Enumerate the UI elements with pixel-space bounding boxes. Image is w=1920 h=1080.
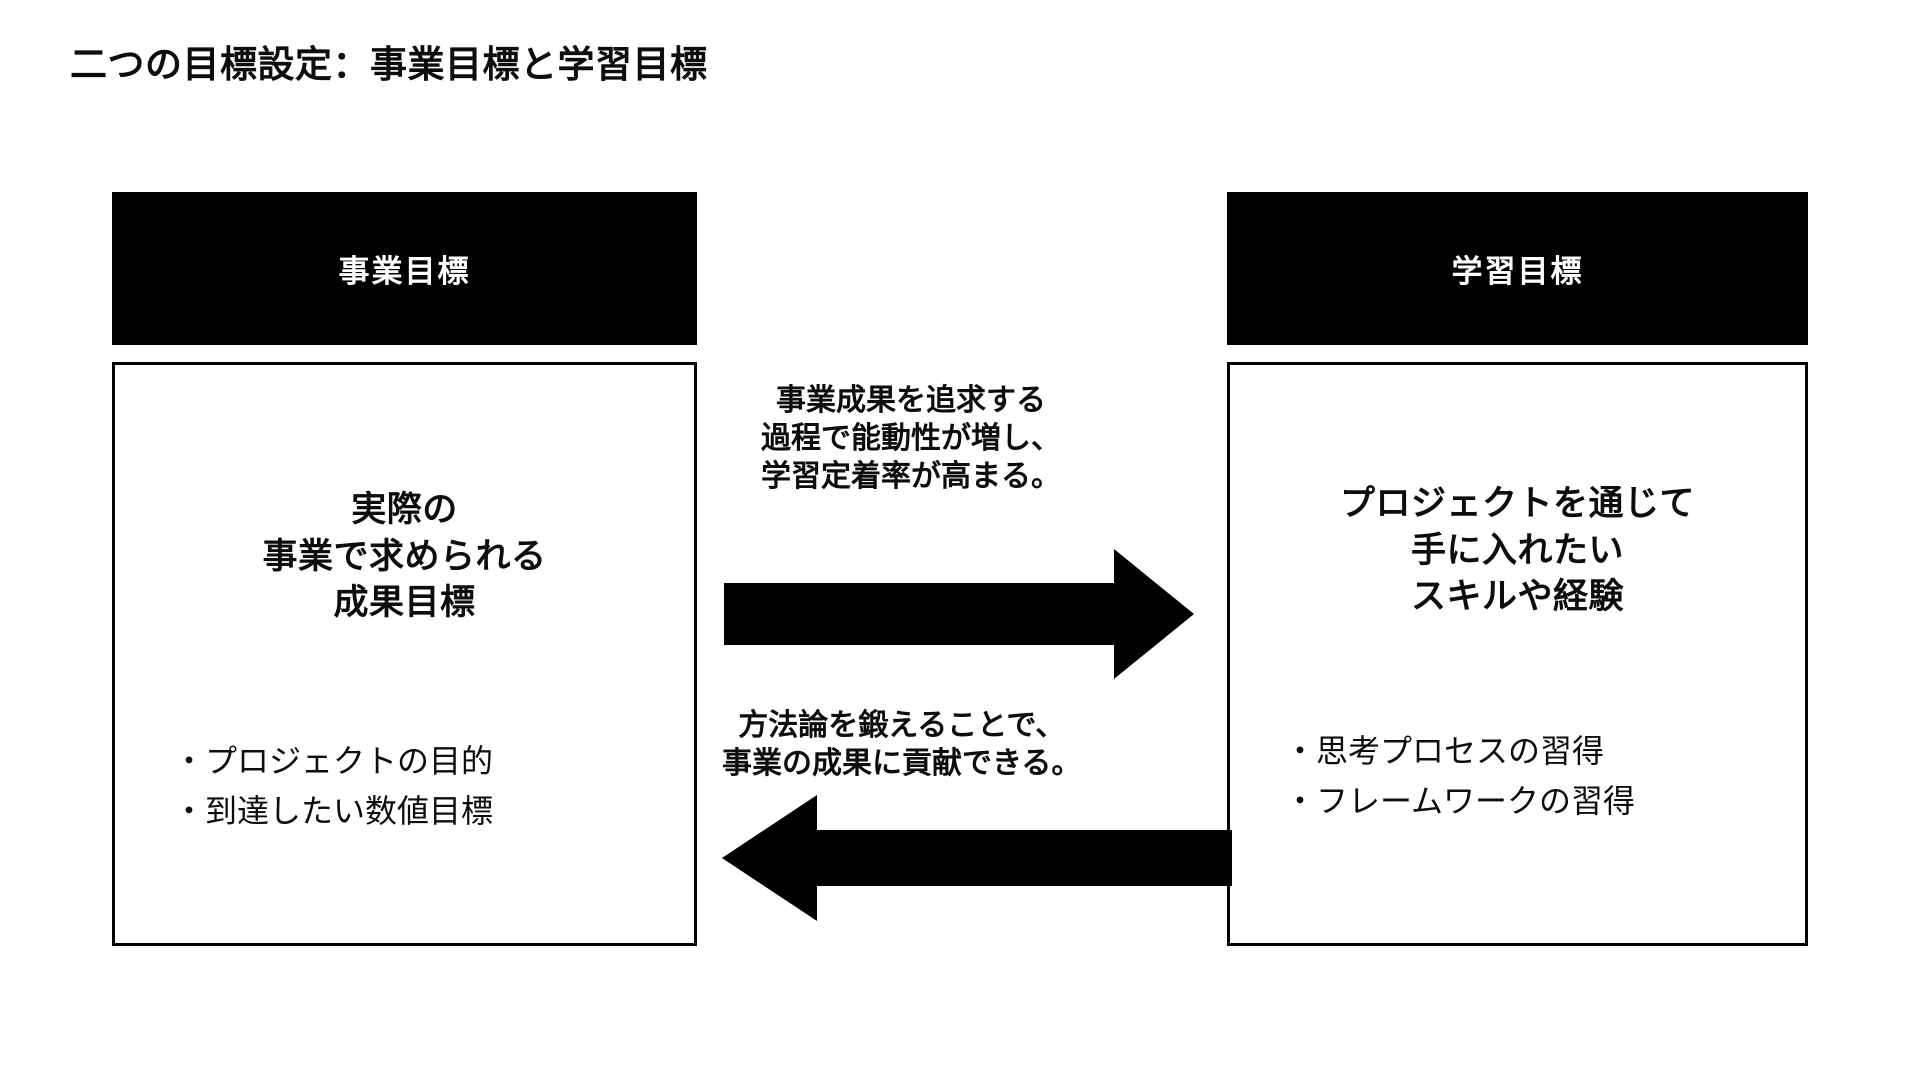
business-goal-body: 実際の 事業で求められる 成果目標 ・プロジェクトの目的 ・到達したい数値目標: [112, 362, 697, 946]
learning-goal-body: プロジェクトを通じて 手に入れたい スキルや経験 ・思考プロセスの習得 ・フレー…: [1227, 362, 1808, 946]
left-arrow-icon: [722, 795, 1232, 921]
right-arrow-icon: [724, 549, 1194, 679]
list-item: ・到達したい数値目標: [173, 792, 494, 829]
learning-goal-header: 学習目標: [1227, 192, 1808, 345]
business-goal-heading-line-1: 実際の: [351, 490, 458, 529]
list-item: ・フレームワークの習得: [1284, 782, 1636, 819]
learning-goal-heading-line-2: 手に入れたい: [1410, 530, 1624, 570]
business-goal-heading-line-2: 事業で求められる: [262, 536, 547, 576]
forward-caption-line-2: 過程で能動性が増し、: [761, 421, 1061, 455]
forward-caption-line-1: 事業成果を追求する: [776, 384, 1046, 417]
list-item: ・プロジェクトの目的: [173, 743, 494, 779]
learning-goal-column: 学習目標 プロジェクトを通じて 手に入れたい スキルや経験 ・思考プロセスの習得…: [1227, 192, 1808, 946]
business-goal-column: 事業目標 実際の 事業で求められる 成果目標 ・プロジェクトの目的 ・到達したい…: [112, 192, 697, 946]
business-goal-heading-line-3: 成果目標: [333, 583, 476, 623]
forward-connector-caption: 事業成果を追求する 過程で能動性が増し、 学習定着率が高まる。: [761, 382, 1061, 495]
business-goal-header-label: 事業目標: [338, 254, 471, 289]
page-title: 二つの目標設定：事業目標と学習目標: [70, 44, 708, 85]
backward-caption-line-1: 方法論を鍛えることで、: [738, 709, 1066, 742]
business-goal-heading: 実際の 事業で求められる 成果目標: [115, 487, 694, 627]
forward-caption-line-3: 学習定着率が高まる。: [761, 459, 1061, 493]
business-goal-bullet-list: ・プロジェクトの目的 ・到達したい数値目標: [115, 737, 694, 836]
backward-caption-line-2: 事業の成果に貢献できる。: [722, 746, 1082, 780]
business-goal-header: 事業目標: [112, 192, 697, 345]
learning-goal-heading-line-1: プロジェクトを通じて: [1339, 484, 1695, 523]
learning-goal-header-label: 学習目標: [1451, 254, 1584, 289]
learning-goal-bullet-list: ・思考プロセスの習得 ・フレームワークの習得: [1230, 727, 1805, 826]
learning-goal-heading-line-3: スキルや経験: [1410, 577, 1624, 617]
backward-connector-caption: 方法論を鍛えることで、 事業の成果に貢献できる。: [722, 707, 1081, 783]
learning-goal-heading: プロジェクトを通じて 手に入れたい スキルや経験: [1230, 481, 1805, 621]
list-item: ・思考プロセスの習得: [1284, 733, 1605, 769]
